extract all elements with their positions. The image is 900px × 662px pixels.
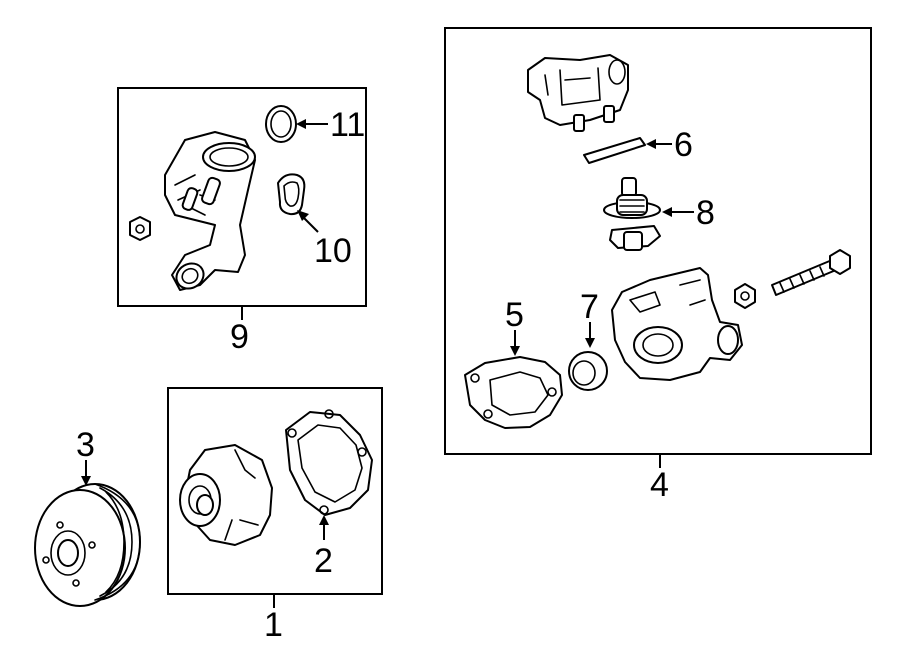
arrowhead-10 xyxy=(297,210,309,221)
thermostat-housing-icon xyxy=(611,267,743,381)
nut-icon xyxy=(734,283,756,309)
arrowhead-7 xyxy=(585,338,595,348)
seal-ring-icon xyxy=(568,351,608,391)
arrowhead-3 xyxy=(81,476,91,486)
arrowhead-2 xyxy=(319,515,329,525)
callout-2: 2 xyxy=(314,542,333,580)
arrowhead-11 xyxy=(296,119,306,129)
pump-gasket-icon xyxy=(285,409,373,516)
callout-4: 4 xyxy=(650,466,669,504)
bolt-icon xyxy=(771,249,851,296)
callout-7: 7 xyxy=(580,288,599,326)
water-outlet-icon xyxy=(164,131,256,291)
leader-10 xyxy=(301,215,319,233)
o-ring-icon xyxy=(265,105,297,143)
pulley-icon xyxy=(34,483,141,607)
arrowhead-8 xyxy=(662,207,672,217)
thermostat-icon xyxy=(603,177,661,251)
callout-9: 9 xyxy=(230,318,249,356)
outlet-gasket-icon xyxy=(277,173,306,216)
group-box-4 xyxy=(444,27,872,455)
callout-8: 8 xyxy=(696,194,715,232)
seal-strip-icon xyxy=(583,137,646,164)
callout-11: 11 xyxy=(330,106,365,144)
callout-1: 1 xyxy=(264,606,283,644)
nut-icon xyxy=(129,216,151,241)
water-pump-icon xyxy=(179,444,273,546)
housing-gasket-icon xyxy=(464,356,563,429)
thermostat-cover-icon xyxy=(527,54,629,132)
callout-5: 5 xyxy=(505,296,524,334)
callout-10: 10 xyxy=(314,232,352,270)
arrowhead-5 xyxy=(510,346,520,356)
callout-6: 6 xyxy=(674,126,693,164)
arrowhead-6 xyxy=(646,139,656,149)
callout-3: 3 xyxy=(76,426,95,464)
